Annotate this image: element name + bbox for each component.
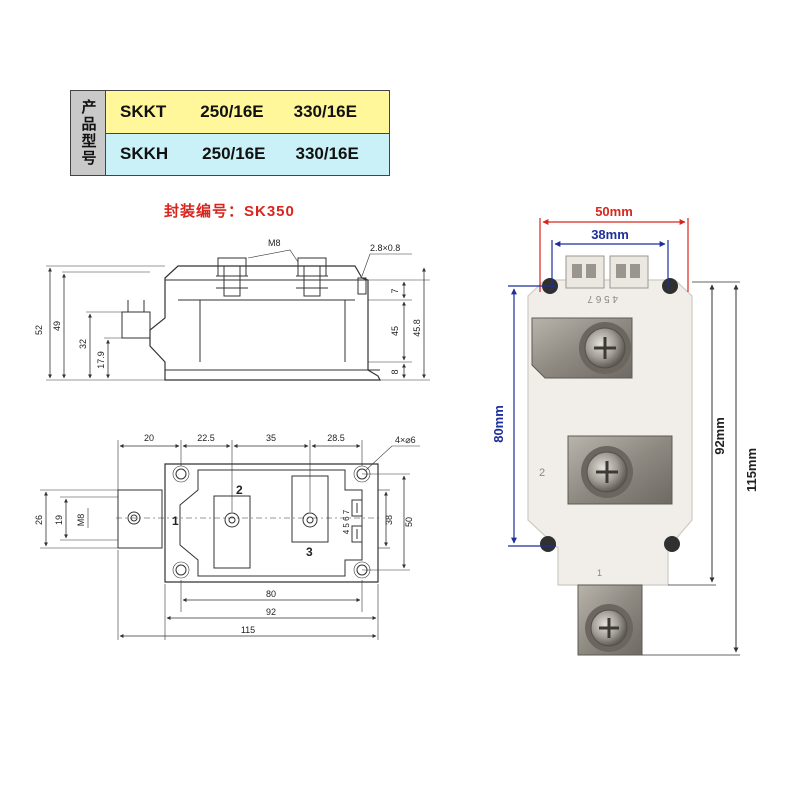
dim-19: 19 [54, 515, 64, 525]
model-row-skkh: SKKH 250/16E 330/16E [106, 132, 389, 175]
dim-115mm: 115mm [744, 448, 759, 492]
photo-dimension-labels: 50mm 38mm 80mm 92mm 115mm [491, 204, 759, 492]
module-photo: 4 5 6 7 2 1 [527, 255, 693, 656]
photo-marking-bottom: 1 [597, 568, 602, 578]
dim-38mm: 38mm [591, 227, 629, 242]
screw-bottom [585, 604, 633, 652]
side-view [46, 249, 430, 381]
dim-26: 26 [34, 515, 44, 525]
dim-52: 52 [34, 325, 44, 335]
dim-45: 45 [390, 326, 400, 336]
dim-50mm: 50mm [595, 204, 633, 219]
dim-80mm: 80mm [491, 405, 506, 443]
photo-marking-top: 4 5 6 7 [587, 293, 618, 304]
dim-20: 20 [144, 433, 154, 443]
model-table: 产品型号 SKKT 250/16E 330/16E SKKH 250/16E 3… [70, 90, 390, 176]
dim-45-8: 45.8 [412, 319, 422, 337]
terminal-1: 1 [172, 514, 179, 528]
package-label: 封装编号：SK350 [164, 203, 295, 220]
model-side-label: 产品型号 [71, 91, 106, 175]
dim-80: 80 [266, 589, 276, 599]
holes-spec: 4×⌀6 [395, 435, 416, 445]
top-view [40, 440, 420, 640]
screw-middle [581, 446, 633, 498]
dim-8: 8 [390, 369, 400, 374]
model-variant-1: 250/16E [200, 101, 264, 121]
screw-top [579, 322, 631, 374]
dim-115: 115 [241, 625, 255, 635]
dim-28-5: 28.5 [327, 433, 345, 443]
dim-tab: 2.8×0.8 [370, 243, 400, 253]
top-view-labels: 20 22.5 35 28.5 4×⌀6 26 19 M8 38 50 80 9… [34, 433, 416, 635]
dim-35: 35 [266, 433, 276, 443]
terminal-3: 3 [306, 545, 313, 559]
dim-49: 49 [52, 321, 62, 331]
dim-38: 38 [384, 515, 394, 525]
dim-17-9: 17.9 [96, 351, 106, 369]
dim-92: 92 [266, 607, 276, 617]
model-variant-2: 330/16E [293, 101, 357, 121]
dim-92mm: 92mm [712, 417, 727, 455]
series-name: SKKH [120, 144, 169, 164]
model-rows: SKKT 250/16E 330/16E SKKH 250/16E 330/16… [106, 91, 389, 175]
dim-32: 32 [78, 339, 88, 349]
terminal-labels: 1 2 3 [172, 483, 313, 559]
aux-pins-label: 4 5 6 7 [342, 509, 351, 534]
terminal-2: 2 [236, 483, 243, 497]
photo-dimensions [508, 218, 740, 656]
dim-50: 50 [404, 517, 414, 527]
side-view-labels: M8 2.8×0.8 52 49 32 17.9 7 45 45.8 8 [34, 238, 422, 375]
dim-m8: M8 [76, 514, 86, 527]
dim-22-5: 22.5 [197, 433, 215, 443]
model-variant-1: 250/16E [202, 144, 266, 164]
model-variant-2: 330/16E [295, 144, 359, 164]
series-name: SKKT [120, 101, 167, 121]
model-row-skkt: SKKT 250/16E 330/16E [106, 91, 389, 133]
dim-thread: M8 [268, 238, 281, 248]
photo-marking-mid: 2 [539, 467, 545, 479]
dim-7: 7 [390, 288, 400, 293]
